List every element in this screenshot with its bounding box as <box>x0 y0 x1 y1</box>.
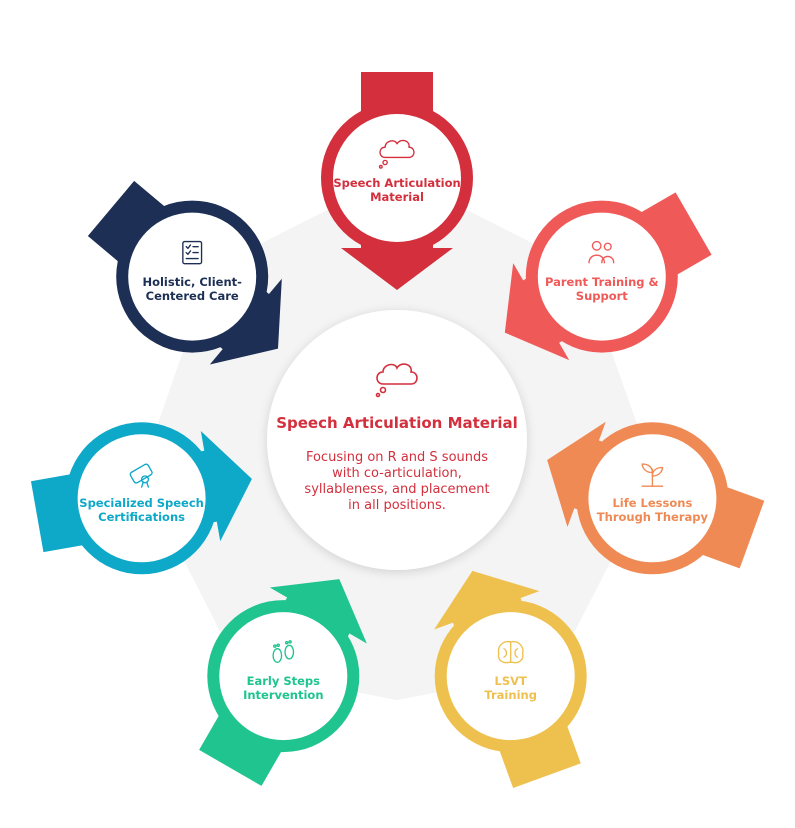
node-holistic-care <box>87 180 282 365</box>
node-label-parent-training: Parent Training & Support <box>545 274 659 303</box>
node-speech-articulation <box>321 72 473 290</box>
node-inner-circle <box>77 434 206 563</box>
node-inner-circle <box>446 612 575 741</box>
node-lsvt-training <box>434 570 587 789</box>
plant-sprout-icon <box>641 463 664 487</box>
node-label-lsvt-training: LSVT Training <box>484 674 537 703</box>
node-specialized-speech <box>30 422 252 575</box>
node-label-holistic-care: Holistic, Client- Centered Care <box>142 274 242 303</box>
center-thought-cloud-icon <box>375 363 418 398</box>
node-inner-circle <box>128 212 257 341</box>
node-early-steps <box>199 579 367 786</box>
center-circle <box>267 310 527 570</box>
node-inner-circle <box>537 212 666 341</box>
diploma-icon <box>129 463 153 488</box>
checklist-icon <box>182 240 203 265</box>
brain-icon <box>497 640 524 664</box>
thought-cloud-icon <box>378 139 415 169</box>
node-inner-circle <box>219 612 348 741</box>
node-life-lessons <box>547 421 765 575</box>
center-description: Focusing on R and S sounds with co-artic… <box>304 450 490 513</box>
node-label-life-lessons: Life Lessons Through Therapy <box>596 496 708 525</box>
node-inner-circle <box>588 434 717 563</box>
node-parent-training <box>504 192 712 361</box>
family-icon <box>588 240 615 264</box>
node-label-early-steps: Early Steps Intervention <box>243 674 324 703</box>
node-label-specialized-speech: Specialized Speech Certifications <box>79 496 204 525</box>
center-title: Speech Articulation Material <box>276 414 518 432</box>
footprints-icon <box>272 640 295 663</box>
node-label-speech-articulation: Speech Articulation Material <box>333 176 461 204</box>
node-inner-circle <box>333 114 461 242</box>
